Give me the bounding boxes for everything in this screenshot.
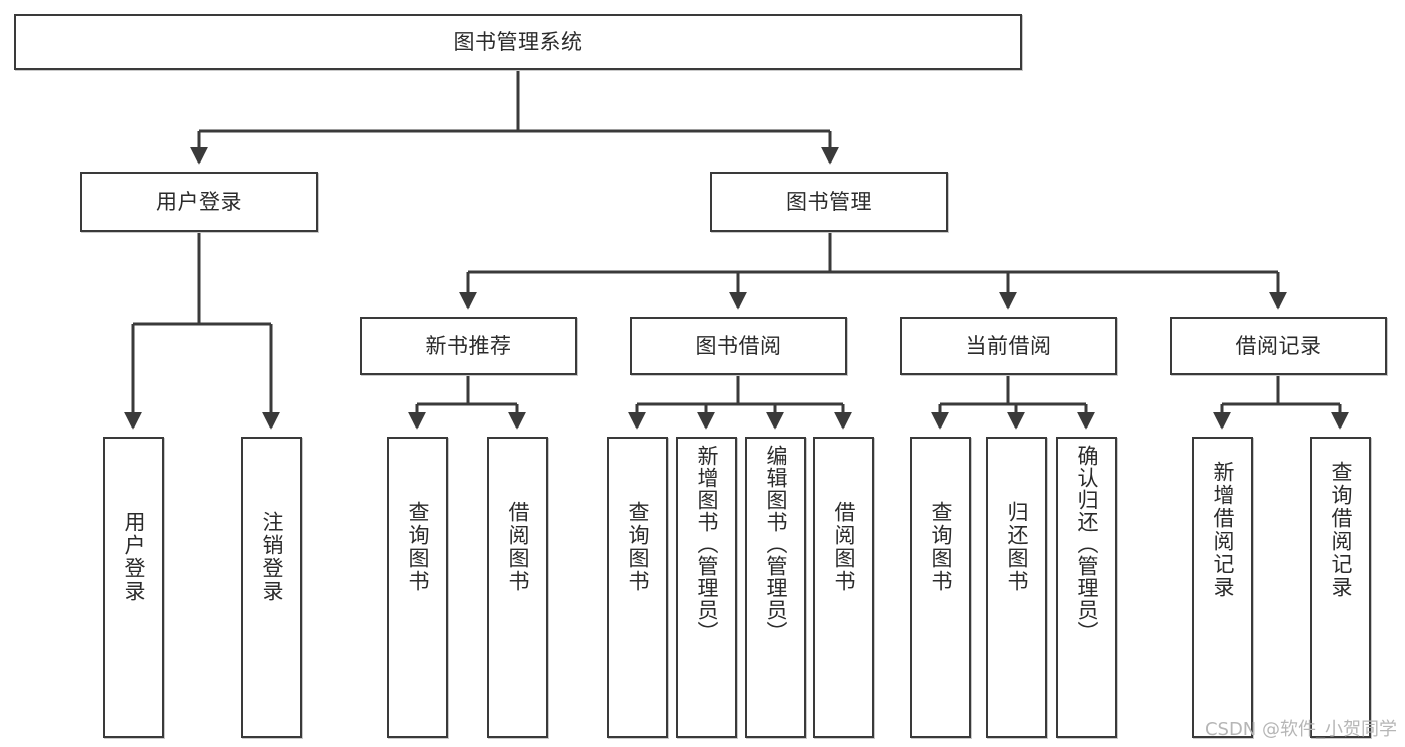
node-book-borrow-label: 图书借阅 (695, 333, 782, 358)
node-book-management-label: 图书管理 (786, 189, 872, 214)
node-leaf-return-book-label: 归还图书 (1005, 501, 1029, 593)
node-new-book-recommend[interactable]: 新书推荐 (360, 317, 577, 375)
node-leaf-user-logout[interactable]: 注销登录 (241, 437, 302, 738)
node-leaf-user-login-label: 用户登录 (122, 511, 146, 603)
node-root[interactable]: 图书管理系统 (14, 14, 1022, 70)
node-leaf-edit-book-admin-label: 编辑图书（管理员） (764, 445, 788, 643)
node-book-management[interactable]: 图书管理 (710, 172, 948, 232)
node-leaf-query-book-recommend[interactable]: 查询图书 (387, 437, 448, 738)
node-leaf-add-book-admin-label: 新增图书（管理员） (695, 445, 719, 643)
node-leaf-query-book-current-label: 查询图书 (929, 501, 953, 593)
node-leaf-add-borrow-record-label: 新增借阅记录 (1211, 461, 1235, 599)
node-leaf-confirm-return-admin[interactable]: 确认归还（管理员） (1056, 437, 1117, 738)
node-leaf-borrow-book[interactable]: 借阅图书 (813, 437, 874, 738)
node-leaf-edit-book-admin[interactable]: 编辑图书（管理员） (745, 437, 806, 738)
node-book-borrow[interactable]: 图书借阅 (630, 317, 847, 375)
node-leaf-borrow-book-recommend[interactable]: 借阅图书 (487, 437, 548, 738)
node-leaf-confirm-return-admin-label: 确认归还（管理员） (1075, 445, 1099, 643)
node-new-book-recommend-label: 新书推荐 (425, 333, 512, 358)
node-leaf-query-book-recommend-label: 查询图书 (406, 501, 430, 593)
node-leaf-query-book-current[interactable]: 查询图书 (910, 437, 971, 738)
node-current-borrow-label: 当前借阅 (965, 333, 1052, 358)
node-leaf-user-logout-label: 注销登录 (260, 511, 284, 603)
csdn-watermark: CSDN @软件_小贺同学 (1204, 719, 1397, 740)
node-leaf-add-book-admin[interactable]: 新增图书（管理员） (676, 437, 737, 738)
node-current-borrow[interactable]: 当前借阅 (900, 317, 1117, 375)
node-leaf-query-book-borrow-label: 查询图书 (626, 501, 650, 593)
node-leaf-user-login[interactable]: 用户登录 (103, 437, 164, 738)
node-leaf-query-book-borrow[interactable]: 查询图书 (607, 437, 668, 738)
node-leaf-borrow-book-recommend-label: 借阅图书 (506, 501, 530, 593)
node-leaf-query-borrow-record[interactable]: 查询借阅记录 (1310, 437, 1371, 738)
node-user-login-label: 用户登录 (156, 189, 242, 214)
node-borrow-record-label: 借阅记录 (1235, 333, 1322, 358)
node-leaf-add-borrow-record[interactable]: 新增借阅记录 (1192, 437, 1253, 738)
node-leaf-return-book[interactable]: 归还图书 (986, 437, 1047, 738)
node-leaf-query-borrow-record-label: 查询借阅记录 (1329, 461, 1353, 599)
node-user-login[interactable]: 用户登录 (80, 172, 318, 232)
node-root-label: 图书管理系统 (453, 29, 583, 54)
node-borrow-record[interactable]: 借阅记录 (1170, 317, 1387, 375)
node-leaf-borrow-book-label: 借阅图书 (832, 501, 856, 593)
